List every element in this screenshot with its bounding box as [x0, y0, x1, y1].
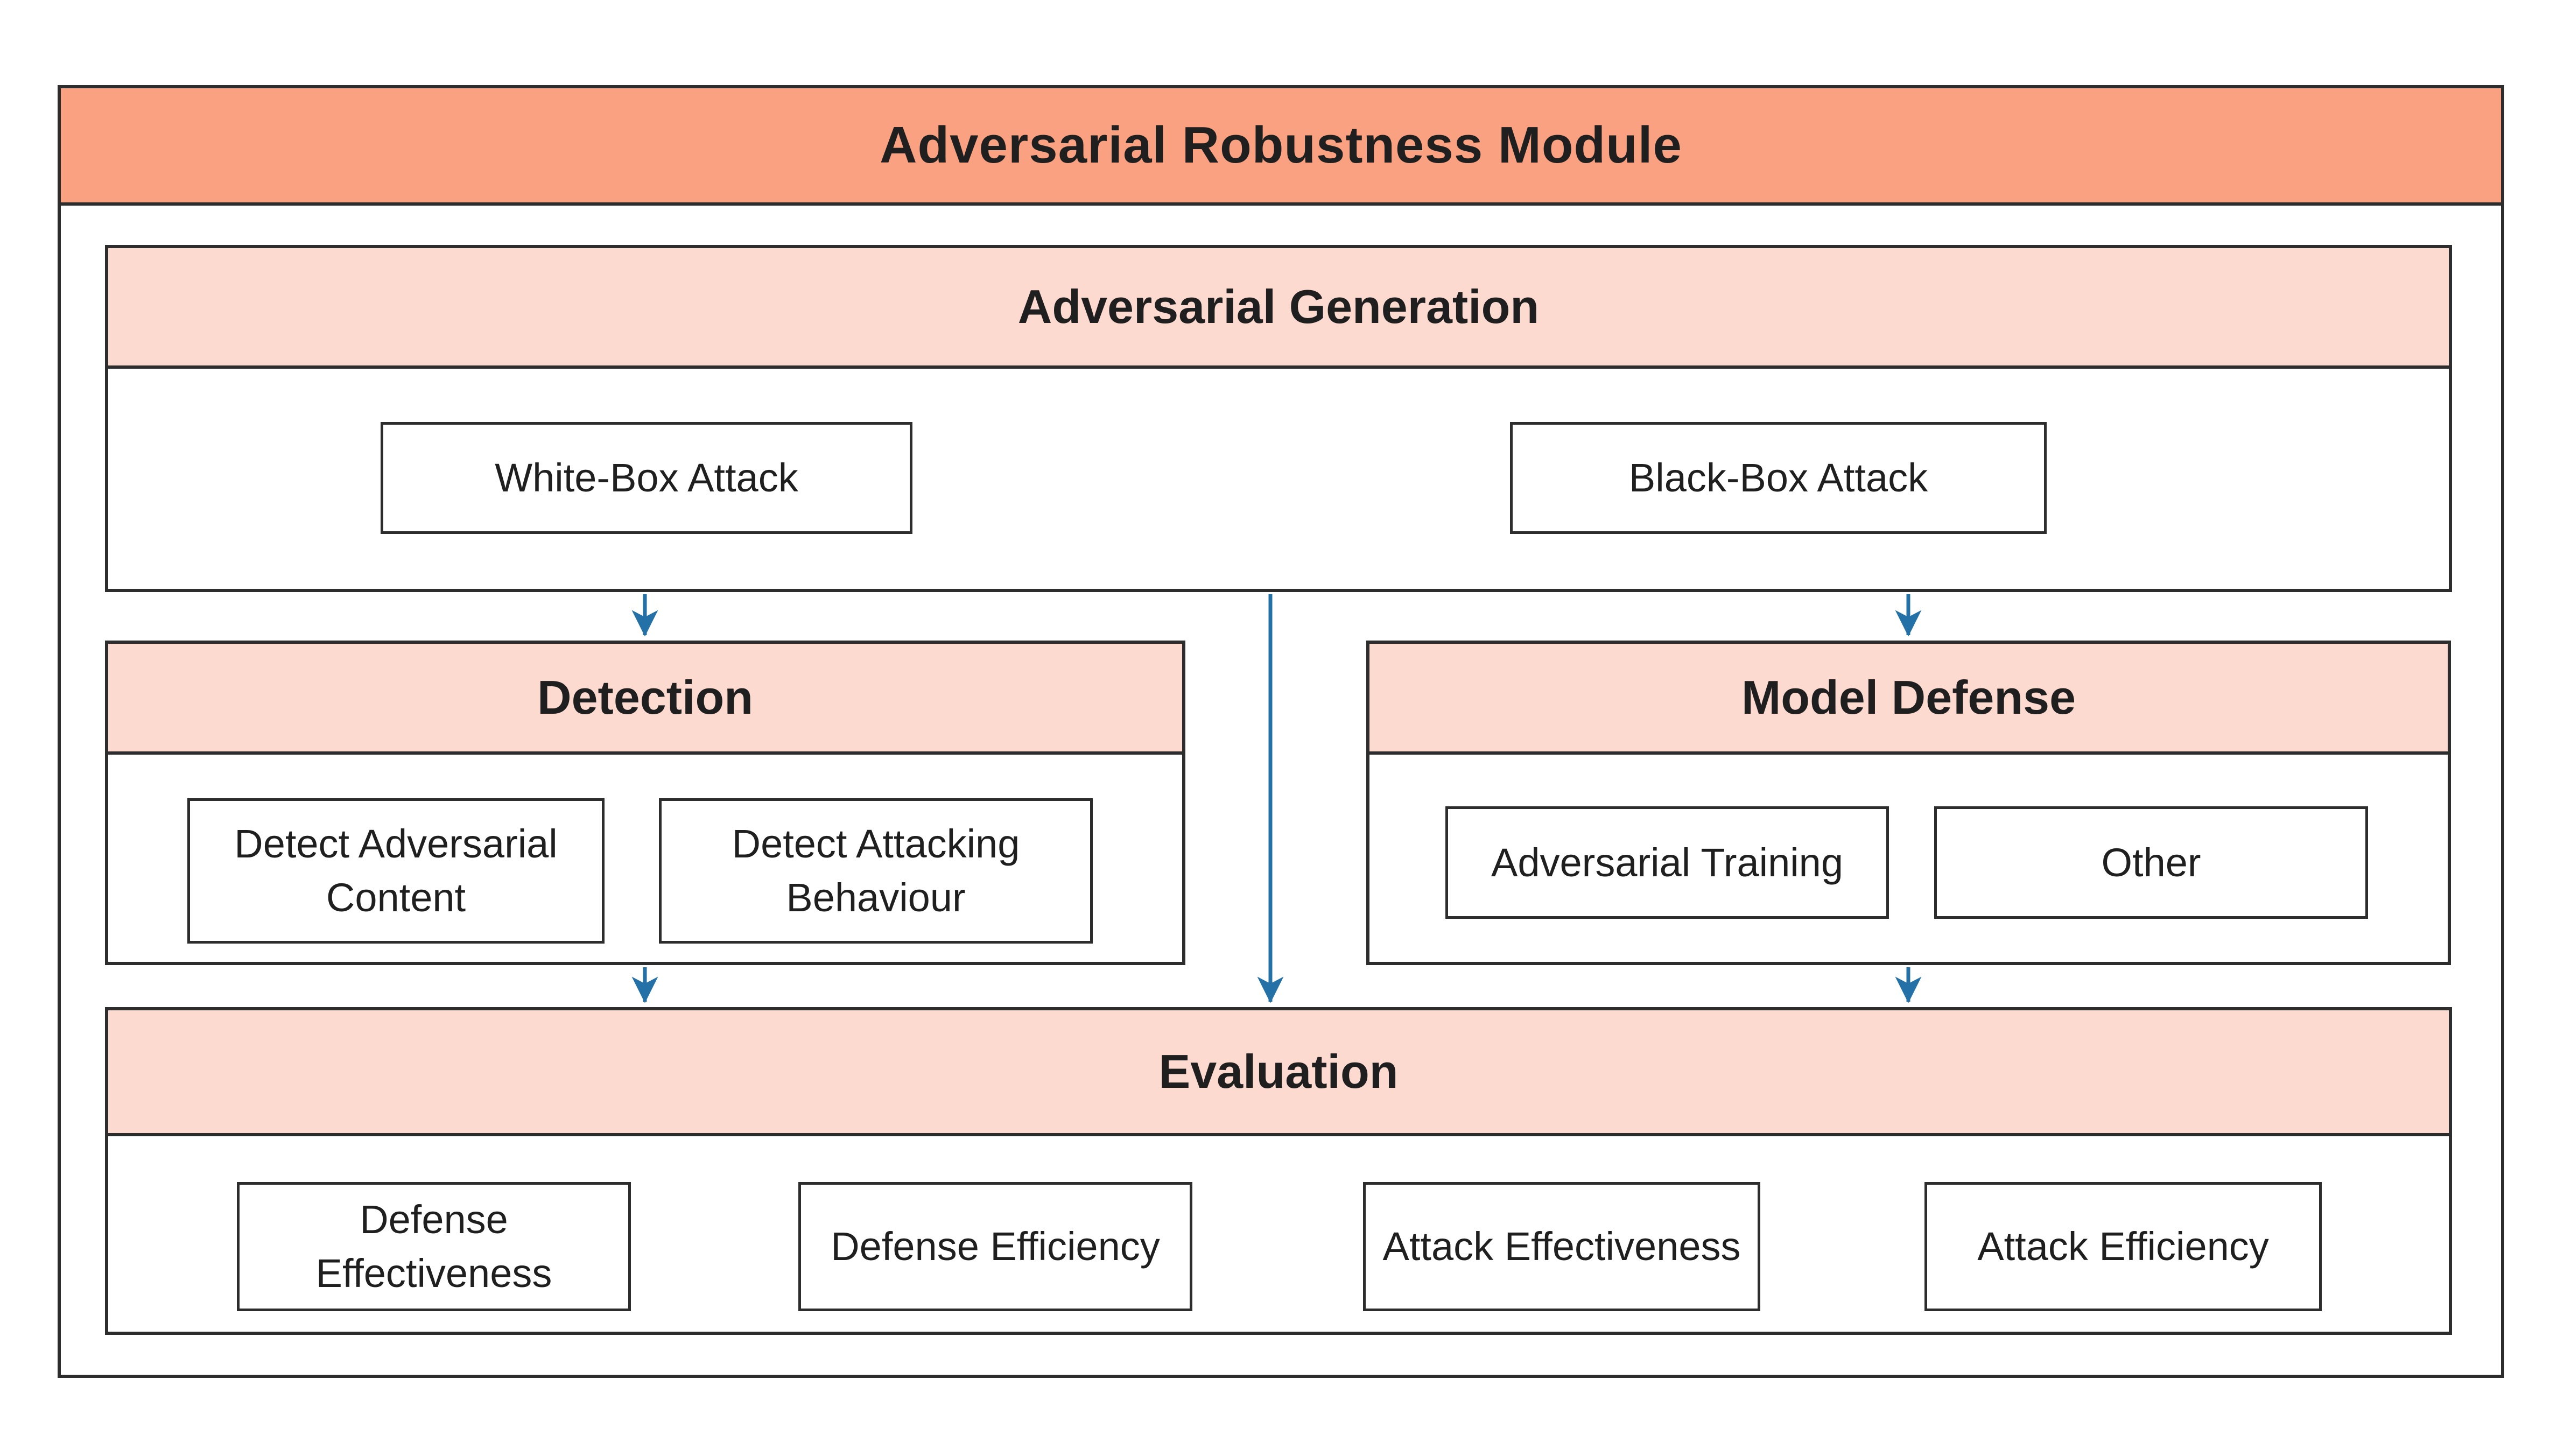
module-title-bar: Adversarial Robustness Module: [58, 85, 2504, 206]
box-defense-efficiency: Defense Efficiency: [798, 1182, 1192, 1311]
box-attack-effectiveness: Attack Effectiveness: [1363, 1182, 1760, 1311]
section-title-detection: Detection: [537, 671, 753, 724]
section-header-detection: Detection: [105, 641, 1185, 755]
box-detect-attacking-behaviour: Detect Attacking Behaviour: [659, 798, 1093, 944]
box-adversarial-training: Adversarial Training: [1445, 806, 1889, 919]
module-title: Adversarial Robustness Module: [880, 116, 1682, 174]
section-title-evaluation: Evaluation: [1158, 1045, 1399, 1098]
box-defense-effectiveness: Defense Effectiveness: [237, 1182, 631, 1311]
section-title-adversarial-generation: Adversarial Generation: [1017, 280, 1540, 333]
box-attack-efficiency: Attack Efficiency: [1924, 1182, 2322, 1311]
box-black-box-attack: Black-Box Attack: [1510, 422, 2047, 534]
box-white-box-attack: White-Box Attack: [381, 422, 912, 534]
box-detect-adversarial-content: Detect Adversarial Content: [187, 798, 605, 944]
section-title-model-defense: Model Defense: [1741, 671, 2076, 724]
section-header-adversarial-generation: Adversarial Generation: [105, 245, 2452, 369]
section-header-evaluation: Evaluation: [105, 1007, 2452, 1136]
box-other: Other: [1934, 806, 2368, 919]
section-header-model-defense: Model Defense: [1366, 641, 2451, 755]
